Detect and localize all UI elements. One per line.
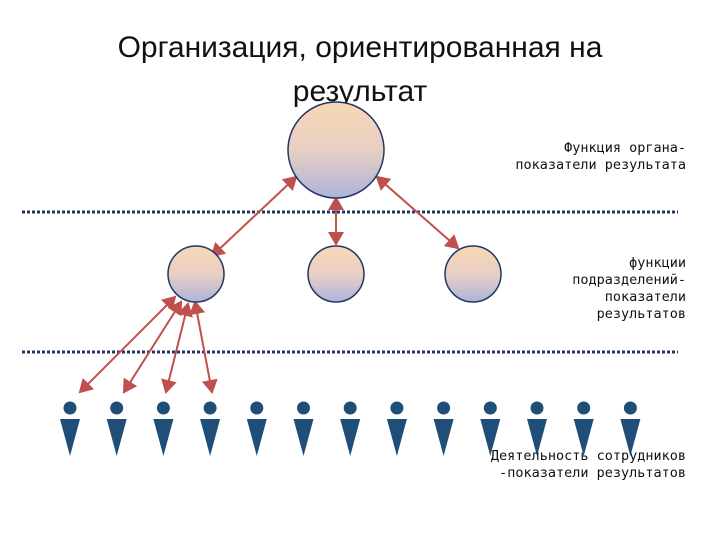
employee-body — [200, 419, 221, 456]
employee-head — [530, 401, 544, 415]
employee-body — [153, 419, 174, 456]
arrow-org-to-dept-right — [375, 175, 460, 250]
employee-head — [63, 401, 77, 415]
employee-figure — [433, 401, 454, 456]
employee-figure — [340, 401, 361, 456]
employee-body — [433, 419, 454, 456]
employee-row — [60, 401, 641, 456]
employee-figure — [527, 401, 547, 456]
employee-head — [437, 401, 451, 415]
employee-head — [250, 401, 264, 415]
employee-head — [343, 401, 357, 415]
employee-head — [483, 401, 497, 415]
arrow-dept-to-employee-4 — [189, 300, 218, 394]
employee-figure — [386, 401, 407, 456]
employee-body — [480, 419, 501, 456]
organization-level-label: Функция органа- показатели результата — [515, 140, 686, 173]
employee-body — [573, 419, 594, 456]
employee-body — [527, 419, 547, 456]
arrow-dept-to-employee-2 — [122, 300, 183, 394]
dept-node-center — [307, 245, 365, 303]
employee-body — [60, 419, 80, 456]
employee-head — [623, 401, 637, 415]
org-node — [287, 101, 385, 199]
employee-figure — [573, 401, 594, 456]
employee-body — [386, 419, 407, 456]
employee-body — [620, 419, 641, 456]
employee-body — [246, 419, 267, 456]
diagram-title: Организация, ориентированная на результа… — [117, 31, 603, 108]
employee-head — [110, 401, 124, 415]
arrow-dept-to-employee-3 — [161, 302, 193, 394]
employee-figure — [153, 401, 174, 456]
employee-figure — [200, 401, 221, 456]
employee-head — [156, 401, 170, 415]
employee-figure — [106, 401, 127, 456]
employee-head — [390, 401, 404, 415]
org-arrows — [210, 175, 460, 258]
dept-arrows — [78, 295, 218, 394]
employee-head — [297, 401, 310, 415]
arrow-org-to-dept-left — [210, 175, 298, 258]
employee-figure — [293, 401, 314, 456]
arrow-dept-to-employee-1 — [78, 295, 177, 394]
employee-head — [203, 401, 217, 415]
employee-body — [293, 419, 314, 456]
department-level-label: функции подразделений- показатели резуль… — [572, 255, 686, 322]
employee-figure — [620, 401, 641, 456]
employee-figure — [480, 401, 501, 456]
dept-node-right — [444, 245, 502, 303]
dept-node-left — [167, 245, 225, 303]
employee-head — [577, 401, 591, 415]
employee-body — [106, 419, 127, 456]
employee-figure — [246, 401, 267, 456]
employee-figure — [60, 401, 80, 456]
employee-body — [340, 419, 361, 456]
employee-level-label: Деятельность сотрудников -показатели рез… — [490, 448, 686, 481]
